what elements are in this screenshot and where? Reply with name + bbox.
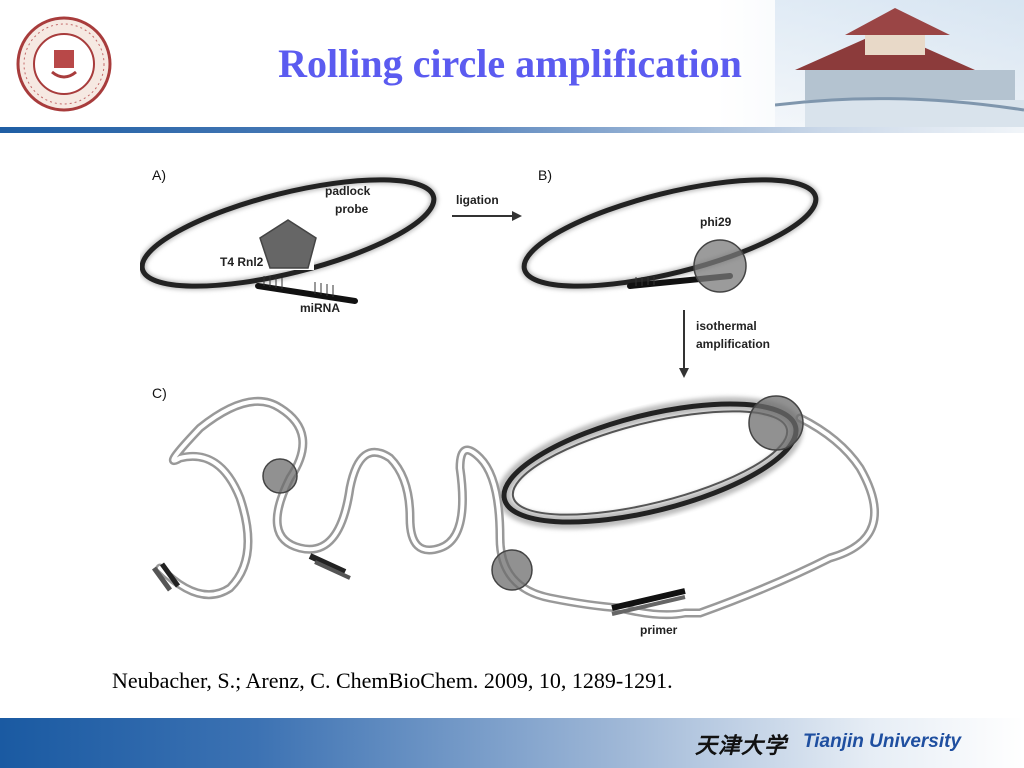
header-divider — [0, 127, 1024, 133]
mirna-strand — [255, 276, 358, 304]
t4-rnl2-enzyme — [259, 219, 317, 269]
ssdna-product-strand — [155, 396, 879, 620]
ligation-label: ligation — [456, 193, 499, 207]
strand-end-segment — [151, 562, 181, 592]
phi29-polymerase — [693, 239, 747, 293]
footer-band — [0, 718, 1024, 768]
phi29-label: phi29 — [700, 215, 732, 229]
isothermal-arrow — [679, 310, 689, 378]
phi29-polymerase-left — [262, 458, 298, 494]
university-seal-logo — [16, 16, 112, 112]
primer-segment-2 — [314, 560, 351, 580]
primer-segment-3 — [611, 588, 686, 611]
isothermal-label-2: amplification — [696, 337, 770, 351]
isothermal-label-1: isothermal — [696, 319, 757, 333]
mirna-label: miRNA — [300, 301, 340, 315]
padlock-probe-label-1: padlock — [325, 184, 371, 198]
primer-segment-1 — [308, 553, 347, 575]
rca-diagram: A) B) C) padlock probe T4 Rnl2 miRNA lig… — [140, 167, 879, 637]
page-title: Rolling circle amplification — [278, 41, 742, 86]
panel-label-c: C) — [152, 385, 167, 401]
primer-segment-4 — [611, 595, 686, 616]
panel-label-a: A) — [152, 167, 166, 183]
university-name-english: Tianjin University — [803, 731, 962, 752]
primer-label: primer — [640, 623, 678, 637]
panel-label-b: B) — [538, 167, 552, 183]
ligation-arrow — [452, 211, 522, 221]
padlock-probe-label-2: probe — [335, 202, 369, 216]
building-image — [775, 0, 1024, 127]
phi29-polymerase-main — [748, 395, 804, 451]
circular-probe — [520, 175, 820, 291]
phi29-polymerase-mid — [491, 549, 533, 591]
citation: Neubacher, S.; Arenz, C. ChemBioChem. 20… — [112, 668, 673, 693]
t4-rnl2-label: T4 Rnl2 — [220, 255, 264, 269]
university-name-chinese: 天津大学 — [695, 733, 788, 759]
